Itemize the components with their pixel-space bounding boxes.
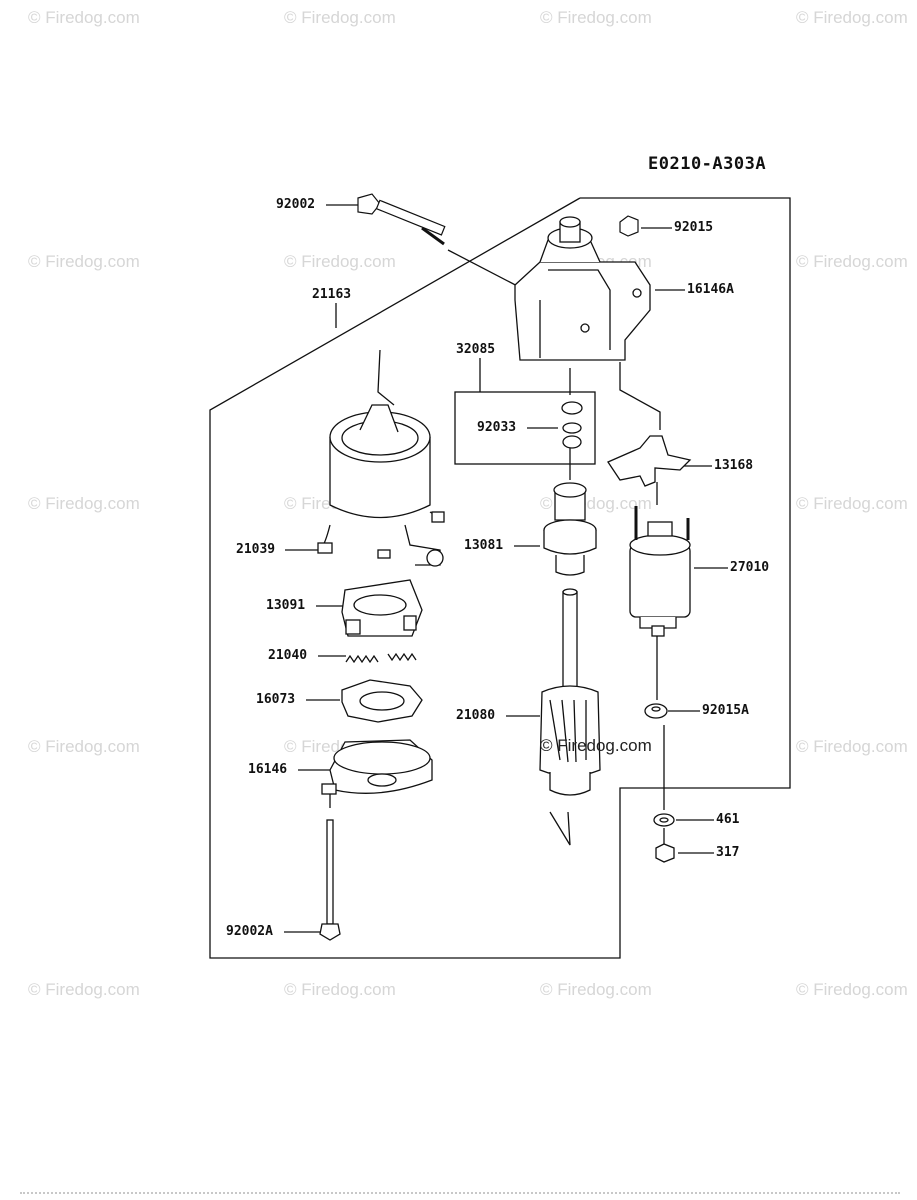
diagram-code: E0210-A303A: [648, 154, 767, 174]
nut-92015: [619, 215, 639, 237]
part-label-21040[interactable]: 21040: [268, 648, 308, 663]
through-bolt-92002: [357, 193, 446, 246]
part-label-21039[interactable]: 21039: [236, 542, 276, 557]
part-label-92002[interactable]: 92002: [276, 197, 316, 212]
watermark: © Firedog.com: [28, 737, 140, 756]
rear-cover-16146: [321, 739, 433, 795]
assembly-boundary: [209, 197, 791, 959]
armature-21080: [539, 588, 601, 796]
watermark: © Firedog.com: [796, 494, 908, 513]
part-label-16146A[interactable]: 16146A: [687, 282, 734, 297]
part-label-21163[interactable]: 21163: [312, 287, 352, 302]
part-label-13168[interactable]: 13168: [714, 458, 754, 473]
nut-317: [655, 843, 675, 863]
part-label-13081[interactable]: 13081: [464, 538, 504, 553]
bolt-92002A: [319, 819, 341, 941]
part-label-27010[interactable]: 27010: [730, 560, 770, 575]
watermark: © Firedog.com: [28, 8, 140, 27]
yoke-assembly-21163: [317, 404, 445, 567]
part-label-32085[interactable]: 32085: [456, 342, 496, 357]
watermark: © Firedog.com: [28, 252, 140, 271]
watermark: © Firedog.com: [540, 980, 652, 999]
brush-springs-21040: [345, 652, 417, 664]
watermark: © Firedog.com: [796, 252, 908, 271]
watermark: © Firedog.com: [28, 494, 140, 513]
hardware-small: [644, 703, 675, 863]
part-label-461[interactable]: 461: [716, 812, 740, 827]
end-housing-16146A: [514, 216, 651, 361]
part-label-92015A[interactable]: 92015A: [702, 703, 749, 718]
part-label-92015[interactable]: 92015: [674, 220, 714, 235]
part-label-317[interactable]: 317: [716, 845, 740, 860]
part-label-92002A[interactable]: 92002A: [226, 924, 273, 939]
watermark: © Firedog.com: [540, 8, 652, 27]
watermark: © Firedog.com: [796, 980, 908, 999]
watermark: © Firedog.com: [284, 8, 396, 27]
footer-divider: [20, 1192, 900, 1196]
watermark: © Firedog.com: [796, 8, 908, 27]
shift-lever-13168: [607, 435, 692, 487]
solenoid-27010: [629, 506, 691, 637]
brush-holder-13091: [341, 579, 423, 637]
washer-stack-92033: [561, 401, 583, 449]
part-label-13091[interactable]: 13091: [266, 598, 306, 613]
watermark: © Firedog.com: [796, 737, 908, 756]
part-label-16146[interactable]: 16146: [248, 762, 288, 777]
watermark: © Firedog.com: [284, 980, 396, 999]
watermark: © Firedog.com: [284, 252, 396, 271]
part-label-92033[interactable]: 92033: [477, 420, 517, 435]
watermark: © Firedog.com: [28, 980, 140, 999]
part-label-21080[interactable]: 21080: [456, 708, 496, 723]
pinion-13081: [543, 482, 597, 576]
plate-16073: [341, 679, 423, 723]
watermark-center: © Firedog.com: [540, 736, 652, 755]
part-label-16073[interactable]: 16073: [256, 692, 296, 707]
